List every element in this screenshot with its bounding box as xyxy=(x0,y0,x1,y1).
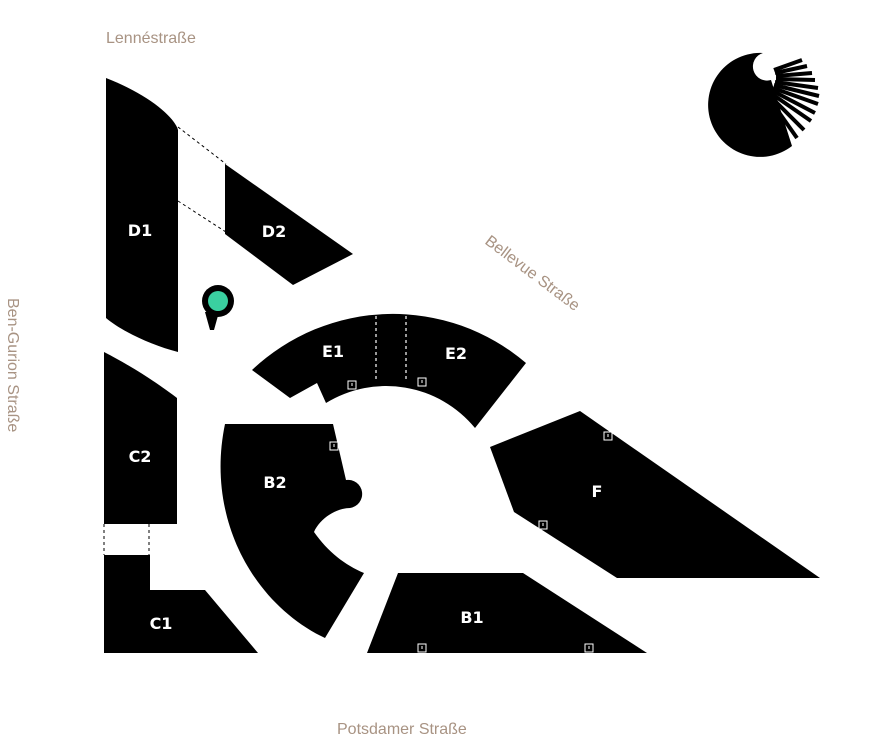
block-b2[interactable]: B2 xyxy=(220,424,364,638)
block-c2[interactable]: C2 xyxy=(104,352,177,524)
block-c1[interactable]: C1 xyxy=(104,555,258,653)
label-d2: D2 xyxy=(262,222,286,241)
block-d2[interactable]: D2 xyxy=(225,164,353,285)
entrance-icon xyxy=(417,643,427,653)
label-c1: C1 xyxy=(150,614,173,633)
entrance-icon xyxy=(417,377,427,387)
label-d1: D1 xyxy=(128,221,152,240)
location-pin-icon[interactable] xyxy=(202,285,234,330)
entrance-icon xyxy=(329,441,339,451)
block-f[interactable]: F xyxy=(490,411,820,578)
connector-d1-d2-top xyxy=(177,126,227,165)
label-b2: B2 xyxy=(263,473,286,492)
street-potsdamer: Potsdamer Straße xyxy=(337,721,467,738)
sun-rays-logo xyxy=(708,52,820,157)
label-f: F xyxy=(592,482,603,501)
label-c2: C2 xyxy=(129,447,152,466)
entrance-icon xyxy=(584,643,594,653)
street-lennestrasse: Lennéstraße xyxy=(106,30,196,47)
block-b1[interactable]: B1 xyxy=(367,573,647,653)
label-b1: B1 xyxy=(460,608,483,627)
entrance-icon xyxy=(347,380,357,390)
block-e1-e2[interactable]: E1 E2 xyxy=(252,304,526,428)
label-e1: E1 xyxy=(322,342,344,361)
street-bellevue: Bellevue Straße xyxy=(482,233,583,315)
entrance-icon xyxy=(538,520,548,530)
block-d1[interactable]: D1 xyxy=(106,78,178,352)
entrance-icon xyxy=(603,431,613,441)
street-ben-gurion: Ben-Gurion Straße xyxy=(4,298,21,432)
label-e2: E2 xyxy=(445,344,467,363)
connector-d1-d2-bottom xyxy=(177,200,227,233)
